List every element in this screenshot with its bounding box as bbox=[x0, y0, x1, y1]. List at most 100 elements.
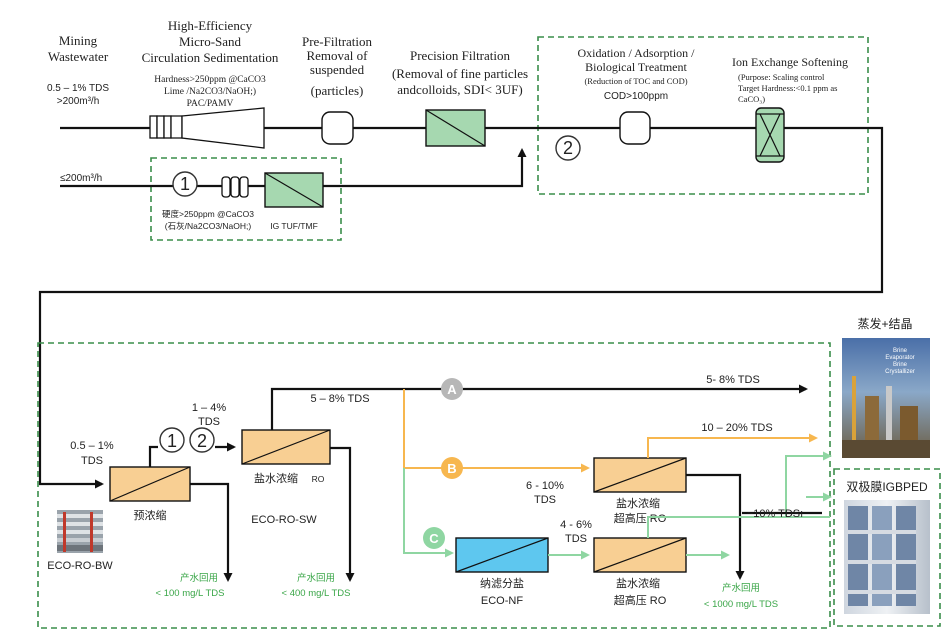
branch-mixer bbox=[221, 176, 249, 198]
inlet-tds-2: TDS bbox=[81, 455, 103, 467]
sw-product-line bbox=[330, 446, 355, 582]
route-a-tds: 5- 8% TDS bbox=[706, 374, 760, 386]
svg-text:1: 1 bbox=[167, 431, 177, 451]
svg-text:B: B bbox=[447, 461, 456, 476]
bottom-step-2-marker: 2 bbox=[189, 427, 215, 453]
sw-product-1: 产水回用 bbox=[297, 572, 335, 584]
seawater-ro bbox=[241, 429, 331, 465]
edr-title: 双极膜IGBPED bbox=[846, 480, 928, 494]
prefilt-title-2: Removal of bbox=[306, 48, 368, 63]
branch-pretreatment-box bbox=[150, 157, 342, 241]
source-block: Mining Wastewater 0.5 – 1% TDS >200m³/h bbox=[47, 33, 109, 107]
top-step-2-marker: 2 bbox=[555, 135, 581, 161]
svg-text:2: 2 bbox=[197, 431, 207, 451]
precision-text: Precision Filtration (Removal of fine pa… bbox=[392, 48, 528, 97]
prefiltration-text: Pre-Filtration Removal of suspended (par… bbox=[302, 34, 373, 98]
source-title-1: Mining bbox=[59, 33, 98, 48]
ix-title: Ion Exchange Softening bbox=[732, 55, 848, 69]
eco-ro-bw-photo bbox=[57, 510, 103, 553]
ox-note: (Reduction of TOC and COD) bbox=[584, 76, 687, 86]
uhp1-concentrate-line bbox=[647, 433, 818, 458]
sw-caption: ECO-RO-SW bbox=[251, 514, 317, 526]
nanofiltration-unit bbox=[455, 537, 549, 573]
pre-product-line bbox=[190, 482, 233, 582]
evap-photo-2: Evaporator bbox=[885, 355, 914, 361]
precision-title-1: Precision Filtration bbox=[410, 48, 511, 63]
pre-tds-1: 1 – 4% bbox=[192, 402, 226, 414]
route-a-line bbox=[270, 384, 808, 430]
branch-step-1-marker: 1 bbox=[172, 171, 198, 197]
evap-title: 蒸发+结晶 bbox=[857, 316, 912, 331]
route-a-badge: A bbox=[441, 378, 463, 400]
sw-product-2: < 400 mg/L TDS bbox=[282, 588, 351, 599]
oxidation-text: Oxidation / Adsorption / Biological Trea… bbox=[578, 46, 696, 102]
oxidation-vessel bbox=[619, 111, 651, 145]
pre-caption: ECO-RO-BW bbox=[47, 560, 113, 572]
source-flow: >200m³/h bbox=[57, 96, 100, 107]
uhp2-concentrate-line bbox=[647, 516, 830, 538]
sed-title-3: Circulation Sedimentation bbox=[142, 50, 279, 65]
source-title-2: Wastewater bbox=[48, 49, 109, 64]
route-b-tds-2: TDS bbox=[534, 494, 556, 506]
branch-chem: (石灰/Na2CO3/NaOH;) bbox=[165, 221, 252, 231]
route-b-badge: B bbox=[441, 457, 463, 479]
sed-title-1: High-Efficiency bbox=[168, 18, 253, 33]
to-evaporator-green-line bbox=[785, 451, 832, 517]
nf-label-2: ECO-NF bbox=[481, 595, 523, 607]
route-b-out-tds: 10 – 20% TDS bbox=[701, 422, 772, 434]
ix-purpose: (Purpose: Scaling control bbox=[738, 72, 825, 82]
route-c-tds-2: TDS bbox=[565, 533, 587, 545]
route-c-badge: C bbox=[423, 527, 445, 549]
nf-label-1: 纳滤分盐 bbox=[480, 577, 524, 590]
prefilter-vessel bbox=[321, 111, 354, 145]
precision-title-3: andcolloids, SDI< 3UF) bbox=[397, 82, 522, 97]
evap-photo-3: Brine bbox=[893, 362, 908, 368]
sed-chem: Lime /Na2CO3/NaOH;) bbox=[164, 86, 256, 97]
branch-tmf-filter bbox=[264, 172, 324, 208]
sedimentation-unit bbox=[149, 107, 265, 149]
sed-title-2: Micro-Sand bbox=[179, 34, 242, 49]
sw-tds: 5 – 8% TDS bbox=[310, 393, 369, 405]
branch-filter-label: IG TUF/TMF bbox=[270, 221, 318, 231]
ion-exchange-text: Ion Exchange Softening (Purpose: Scaling… bbox=[732, 55, 848, 104]
advanced-treatment-box bbox=[537, 36, 869, 195]
uhp2-label-1: 盐水浓缩 bbox=[616, 577, 660, 590]
branch-return-line bbox=[323, 148, 527, 188]
route-b-line bbox=[403, 389, 590, 473]
uhp2-label-2: 超高压 RO bbox=[614, 593, 667, 607]
ix-target: Target Hardness:<0.1 ppm as bbox=[738, 83, 837, 93]
precision-filter bbox=[425, 109, 486, 147]
ox-title-1: Oxidation / Adsorption / bbox=[578, 46, 696, 60]
evaporator-photo: Brine Evaporator Brine Crystallizer bbox=[842, 338, 930, 458]
svg-text:C: C bbox=[429, 531, 439, 546]
ion-exchange-vessel bbox=[755, 107, 785, 163]
prefilt-title-1: Pre-Filtration bbox=[302, 34, 373, 49]
route-b-tds-1: 6 - 10% bbox=[526, 480, 564, 492]
evap-photo-4: Crystallizer bbox=[885, 369, 915, 375]
svg-text:1: 1 bbox=[180, 174, 190, 194]
sedimentation-text: High-Efficiency Micro-Sand Circulation S… bbox=[142, 18, 279, 109]
bottom-step-1-marker: 1 bbox=[159, 427, 185, 453]
sw-label-ro: RO bbox=[312, 474, 325, 484]
pre-label: 预浓缩 bbox=[134, 509, 167, 522]
branch-hardness: 硬度>250ppm @CaCO3 bbox=[162, 209, 254, 219]
final-product-2: < 1000 mg/L TDS bbox=[704, 599, 778, 610]
uhp1-product-line bbox=[686, 473, 745, 580]
prefilt-title-3: suspended bbox=[310, 62, 365, 77]
bped-photo bbox=[844, 500, 930, 614]
svg-text:A: A bbox=[447, 382, 457, 397]
uhp1-label-2: 超高压 RO bbox=[614, 511, 667, 525]
ten-percent-tds: ~10% TDSı bbox=[747, 508, 803, 520]
membrane-concentration-box bbox=[37, 342, 831, 629]
inlet-tds-1: 0.5 – 1% bbox=[70, 440, 114, 452]
sed-pac: PAC/PAMV bbox=[187, 99, 234, 109]
uhp-ro-1 bbox=[593, 457, 687, 493]
pre-concentration-ro bbox=[109, 466, 191, 502]
bped-box bbox=[833, 468, 941, 627]
uhp-ro-2 bbox=[593, 537, 687, 573]
route-c-tds-1: 4 - 6% bbox=[560, 519, 592, 531]
route-c-line bbox=[403, 468, 454, 558]
pre-concentrate-line bbox=[148, 445, 158, 467]
